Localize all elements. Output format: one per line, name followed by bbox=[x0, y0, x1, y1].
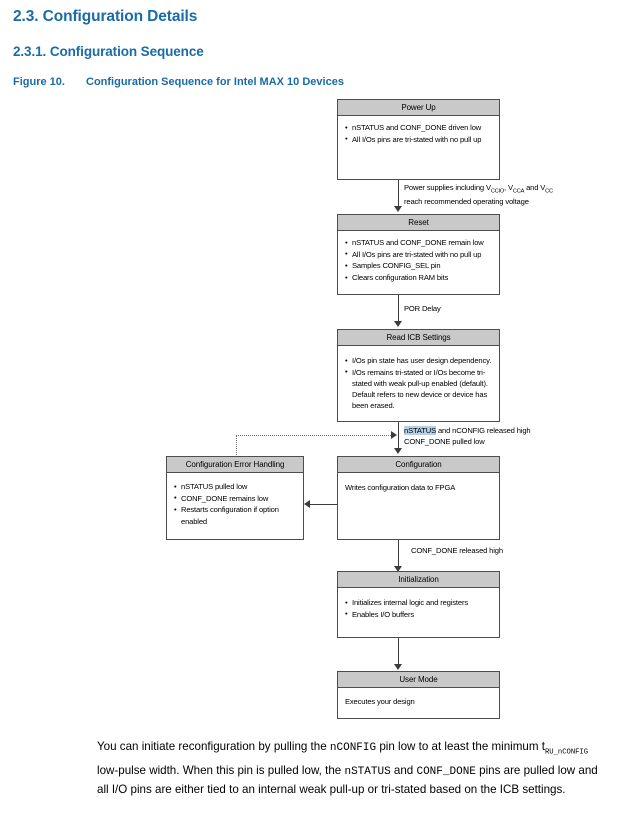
arrow-label-conf-done-released: CONF_DONE released high bbox=[411, 546, 503, 555]
label-text: and nCONFIG released high bbox=[436, 426, 531, 435]
feedback-loop-horizontal bbox=[236, 435, 391, 436]
connector-line bbox=[310, 504, 337, 505]
flow-box-title: Power Up bbox=[338, 100, 499, 116]
body-text: Executes your design bbox=[345, 697, 415, 706]
label-text: CONF_DONE pulled low bbox=[404, 436, 485, 446]
code-conf-done: CONF_DONE bbox=[416, 765, 476, 778]
connector-line bbox=[398, 638, 399, 666]
figure-title: Configuration Sequence for Intel MAX 10 … bbox=[86, 76, 344, 88]
code-nconfig: nCONFIG bbox=[329, 742, 377, 754]
flow-box-title: Configuration Error Handling bbox=[167, 457, 303, 473]
flow-box-title: Initialization bbox=[338, 572, 499, 588]
list-item: Samples CONFIG_SEL pin bbox=[345, 260, 492, 271]
paragraph-text: low-pulse width. When this pin is pulled… bbox=[97, 763, 345, 777]
flow-box-title: User Mode bbox=[338, 672, 499, 688]
paragraph-subscript: RU_nCONFIG bbox=[544, 748, 589, 757]
flow-box-body: nSTATUS and CONF_DONE driven low All I/O… bbox=[338, 116, 499, 149]
flow-box-body: Writes configuration data to FPGA bbox=[338, 473, 499, 497]
arrow-label-power-supplies: Power supplies including VCCIO, VCCA and… bbox=[404, 183, 553, 208]
flow-box-configuration: Configuration Writes configuration data … bbox=[337, 456, 500, 540]
body-paragraph: You can initiate reconfiguration by pull… bbox=[97, 738, 605, 798]
flow-box-body: nSTATUS and CONF_DONE remain low All I/O… bbox=[338, 231, 499, 288]
list-item: All I/Os pins are tri-stated with no pul… bbox=[345, 248, 492, 260]
paragraph-text: You can initiate reconfiguration by pull… bbox=[97, 740, 330, 753]
list-item: Initializes internal logic and registers bbox=[345, 596, 492, 608]
paragraph-text: pin low to at least the minimum t bbox=[376, 740, 545, 753]
subsection-heading: 2.3.1. Configuration Sequence bbox=[13, 44, 204, 59]
label-sub: CCIO bbox=[490, 188, 505, 195]
flow-box-configuration-error-handling: Configuration Error Handling nSTATUS pul… bbox=[166, 456, 304, 540]
label-sub: CCA bbox=[512, 188, 525, 195]
arrow-head-left bbox=[304, 500, 310, 508]
list-item: Enables I/O buffers bbox=[345, 608, 492, 620]
list-item: nSTATUS and CONF_DONE driven low bbox=[345, 121, 492, 133]
label-text: and V bbox=[524, 183, 546, 192]
figure-caption: Figure 10. Configuration Sequence for Int… bbox=[13, 76, 344, 88]
list-item: I/Os remains tri-stated or I/Os become t… bbox=[345, 366, 492, 412]
flow-box-title: Read ICB Settings bbox=[338, 330, 499, 346]
list-item: All I/Os pins are tri-stated with no pul… bbox=[345, 133, 492, 145]
flow-box-read-icb-settings: Read ICB Settings I/Os pin state has use… bbox=[337, 329, 500, 422]
code-nstatus: nSTATUS bbox=[344, 765, 391, 778]
connector-line bbox=[398, 422, 399, 450]
label-sub: CC bbox=[545, 188, 553, 195]
arrow-label-por-delay: POR Delay bbox=[404, 304, 441, 313]
flow-box-title: Reset bbox=[338, 215, 499, 231]
connector-line bbox=[398, 295, 399, 323]
connector-line bbox=[398, 180, 399, 208]
flow-box-body: nSTATUS pulled low CONF_DONE remains low… bbox=[167, 473, 303, 531]
arrow-head-down bbox=[394, 566, 402, 572]
arrow-head-down bbox=[394, 206, 402, 212]
flow-box-initialization: Initialization Initializes internal logi… bbox=[337, 571, 500, 638]
flow-box-user-mode: User Mode Executes your design bbox=[337, 671, 500, 719]
arrow-label-nstatus: nSTATUS and nCONFIG released high CONF_D… bbox=[404, 426, 531, 447]
arrow-head-down bbox=[394, 664, 402, 670]
paragraph-text: and bbox=[390, 763, 417, 777]
section-heading: 2.3. Configuration Details bbox=[13, 8, 198, 25]
flow-box-body: Executes your design bbox=[338, 688, 499, 711]
flow-box-reset: Reset nSTATUS and CONF_DONE remain low A… bbox=[337, 214, 500, 295]
list-item: nSTATUS and CONF_DONE remain low bbox=[345, 236, 492, 248]
body-text: Writes configuration data to FPGA bbox=[345, 483, 456, 492]
label-text: Power supplies including V bbox=[404, 183, 491, 192]
feedback-loop-vertical bbox=[236, 435, 237, 457]
label-text: , V bbox=[504, 183, 513, 192]
flow-box-body: Initializes internal logic and registers… bbox=[338, 588, 499, 624]
label-text: reach recommended operating voltage bbox=[404, 197, 529, 207]
connector-line bbox=[398, 540, 399, 568]
list-item: CONF_DONE remains low bbox=[174, 492, 296, 504]
figure-number: Figure 10. bbox=[13, 76, 65, 88]
arrow-head-right bbox=[391, 431, 397, 439]
highlighted-text-nstatus: nSTATUS bbox=[404, 426, 437, 435]
flow-box-body: I/Os pin state has user design dependenc… bbox=[338, 346, 499, 416]
list-item: Clears configuration RAM bits bbox=[345, 272, 492, 283]
flow-box-power-up: Power Up nSTATUS and CONF_DONE driven lo… bbox=[337, 99, 500, 180]
arrow-head-down bbox=[394, 448, 402, 454]
list-item: I/Os pin state has user design dependenc… bbox=[345, 354, 492, 366]
paragraph-text: pins are pulled low and all I/O pins are… bbox=[97, 763, 598, 796]
list-item: nSTATUS pulled low bbox=[174, 480, 296, 492]
list-item: Restarts configuration if option enabled bbox=[174, 504, 296, 526]
flow-box-title: Configuration bbox=[338, 457, 499, 473]
arrow-head-down bbox=[394, 321, 402, 327]
